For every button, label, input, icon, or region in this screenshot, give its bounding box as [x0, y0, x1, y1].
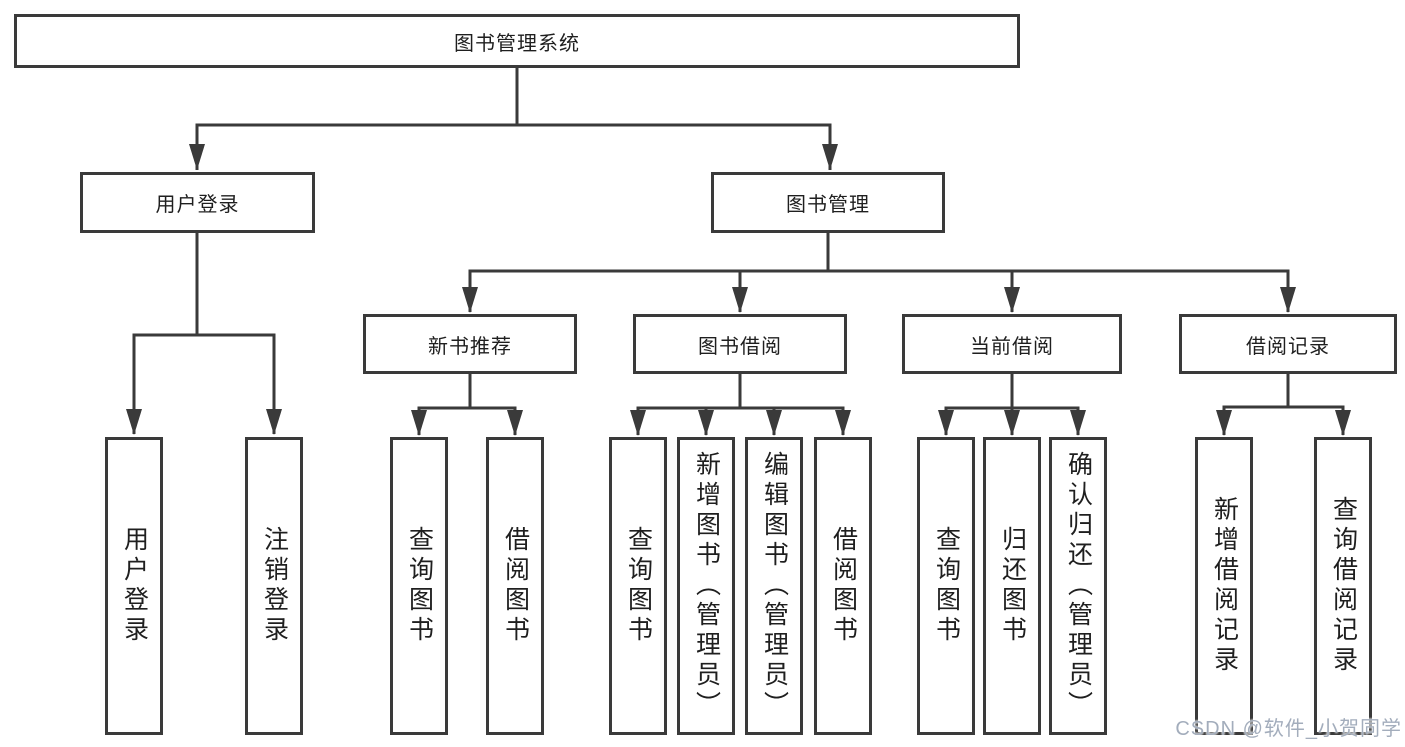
node-book-borrowing: 图书借阅: [633, 314, 847, 374]
arrowhead-down: [1280, 287, 1296, 313]
wires-user-login-children: [126, 233, 282, 435]
node-root-system: 图书管理系统: [14, 14, 1020, 68]
arrowhead-down: [1216, 410, 1232, 436]
arrowhead-down: [732, 287, 748, 313]
leaf-cb-query-books: 查询图书: [917, 437, 975, 735]
arrowhead-down: [698, 410, 714, 436]
node-user-login: 用户登录: [80, 172, 315, 233]
node-book-management: 图书管理: [711, 172, 945, 233]
wires-current-borrow-children: [938, 374, 1086, 436]
wires-root-to-level1: [189, 68, 838, 170]
arrowhead-down: [411, 410, 427, 436]
wires-book-mgmt-to-level2: [462, 233, 1296, 313]
leaf-bb-query-books: 查询图书: [609, 437, 667, 735]
arrowhead-down: [766, 410, 782, 436]
arrowhead-down: [266, 409, 282, 435]
arrowhead-down: [1070, 410, 1086, 436]
leaf-nb-borrow-books: 借阅图书: [486, 437, 544, 735]
leaf-logout: 注销登录: [245, 437, 303, 735]
watermark: CSDN @软件_小贺同学: [1175, 718, 1402, 740]
leaf-br-query-record: 查询借阅记录: [1314, 437, 1372, 735]
arrowhead-down: [1004, 410, 1020, 436]
leaf-bb-edit-books-admin: 编辑图书（管理员）: [745, 437, 803, 735]
leaf-br-add-record: 新增借阅记录: [1195, 437, 1253, 735]
arrowhead-down: [630, 410, 646, 436]
arrowhead-down: [507, 410, 523, 436]
arrowhead-down: [938, 410, 954, 436]
arrowhead-down: [822, 144, 838, 170]
wires-book-borrow-children: [630, 374, 851, 436]
arrowhead-down: [835, 410, 851, 436]
arrowhead-down: [1004, 287, 1020, 313]
arrowhead-down: [462, 287, 478, 313]
node-borrow-records: 借阅记录: [1179, 314, 1397, 374]
arrowhead-down: [189, 144, 205, 170]
leaf-nb-query-books: 查询图书: [390, 437, 448, 735]
leaf-bb-borrow-books: 借阅图书: [814, 437, 872, 735]
wires-borrow-records-children: [1216, 374, 1351, 436]
leaf-cb-confirm-return-admin: 确认归还（管理员）: [1049, 437, 1107, 735]
leaf-user-login: 用户登录: [105, 437, 163, 735]
leaf-bb-add-books-admin: 新增图书（管理员）: [677, 437, 735, 735]
node-current-borrowing: 当前借阅: [902, 314, 1122, 374]
wires-new-book-children: [411, 374, 523, 436]
arrowhead-down: [1335, 410, 1351, 436]
arrowhead-down: [126, 409, 142, 435]
leaf-cb-return-books: 归还图书: [983, 437, 1041, 735]
node-new-book-recommend: 新书推荐: [363, 314, 577, 374]
